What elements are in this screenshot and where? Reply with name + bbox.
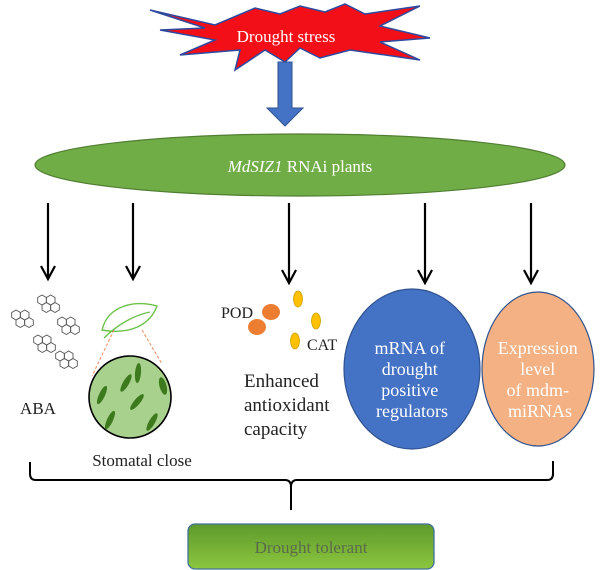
aba-hexagon-ring: [15, 316, 26, 329]
mrna-regulators-label: mRNA of drought positive regulators: [374, 338, 449, 421]
aba-label: ABA: [20, 399, 57, 418]
aba-hexagon-ring: [46, 341, 56, 354]
mrna-regulators-ellipse: [343, 288, 481, 450]
cat-label: CAT: [307, 337, 337, 354]
aba-hexagon-ring: [37, 341, 48, 354]
pod-label: POD: [221, 305, 253, 322]
aba-molecule-icons: [11, 294, 80, 370]
down-arrow-mrna: [417, 203, 433, 286]
aba-hexagon-ring: [70, 323, 80, 336]
aba-hexagon-ring: [59, 357, 70, 370]
drought-stress-label: Drought stress: [237, 27, 336, 46]
cat-enzyme-icons: [290, 290, 321, 350]
rnai-plants-ellipse: [34, 133, 566, 197]
blue-down-arrow: [265, 61, 305, 127]
drought-tolerant-label: Drought tolerant: [255, 538, 368, 557]
down-arrow-mirna: [523, 203, 539, 286]
stomatal-close-label: Stomatal close: [92, 451, 192, 470]
aba-hexagon-ring: [68, 357, 78, 370]
antioxidant-label: Enhanced antioxidant capacity: [244, 371, 334, 440]
pod-enzyme-icons: [248, 304, 280, 335]
mirna-expression-label: Expression level of mdm- miRNAs: [498, 338, 583, 421]
leaf-icon: [101, 303, 158, 339]
down-arrow-stomata: [125, 203, 141, 282]
convergence-bracket: [29, 461, 554, 510]
down-arrow-aba: [40, 203, 56, 282]
mirna-expression-ellipse: [481, 291, 595, 447]
aba-hexagon-ring: [24, 316, 34, 329]
rnai-plants-label: MdSIZ1 RNAi plants: [227, 157, 373, 176]
aba-hexagon-ring: [61, 323, 72, 336]
aba-hexagon-ring: [50, 301, 60, 314]
drought-tolerant-box: [187, 523, 435, 570]
aba-hexagon-ring: [41, 301, 52, 314]
stomata-pores: [96, 363, 168, 431]
down-arrow-antioxidant: [281, 203, 297, 286]
magnify-lines: [91, 329, 163, 377]
drought-stress-starburst: [149, 3, 431, 72]
